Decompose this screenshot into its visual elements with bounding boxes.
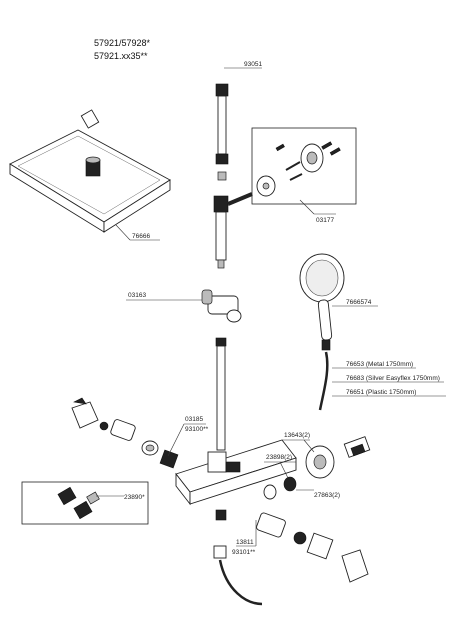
label-head: 76666 [132,233,150,240]
shower-arm [80,41,224,129]
shower-hose [318,351,329,411]
leader-head [115,224,131,241]
label-washer-2: 27863(2) [314,492,340,499]
label-hand-shower: 7666574 [346,299,372,306]
boxed-kit-frame [21,481,149,525]
label-bracket: 03177 [316,217,334,224]
label-arm: 93051 [244,61,262,68]
rain-shower-head [9,129,171,233]
riser-rail [213,192,253,269]
model-number-secondary: 57921.xx35** [94,51,148,61]
bottom-cartridge-assembly [256,512,369,583]
leader-bracket [299,199,315,215]
right-handle-assembly [263,436,371,500]
hand-shower [299,253,345,351]
label-cartridge-bottom-2: 93101** [232,549,256,556]
model-number-primary: 57921/57928* [94,38,151,48]
left-handle-assembly [71,397,179,469]
label-cartridge-left-1: 03185 [185,416,203,423]
slider-holder [201,289,242,323]
label-cartridge-left-2: 93100** [185,426,209,433]
boxed-kit-parts [57,486,100,520]
thermostat-body [175,439,297,506]
upper-riser-pipe [215,83,229,181]
label-hose-metal: 76653 (Metal 1750mm) [346,361,413,368]
label-handle-right: 13643(2) [284,432,310,439]
bottom-outlet [213,509,263,606]
label-cartridge-bottom-1: 13811 [236,539,254,546]
wall-bracket [256,141,341,197]
label-hose-silver: 76683 (Silver Easyflex 1750mm) [346,375,440,382]
lower-riser-pipe [215,337,227,451]
label-boxed-kit: 23890* [124,494,145,501]
label-slider: 03163 [128,292,146,299]
label-hose-plastic: 76651 (Plastic 1750mm) [346,389,416,396]
label-washer-1: 23898(2) [266,454,292,461]
